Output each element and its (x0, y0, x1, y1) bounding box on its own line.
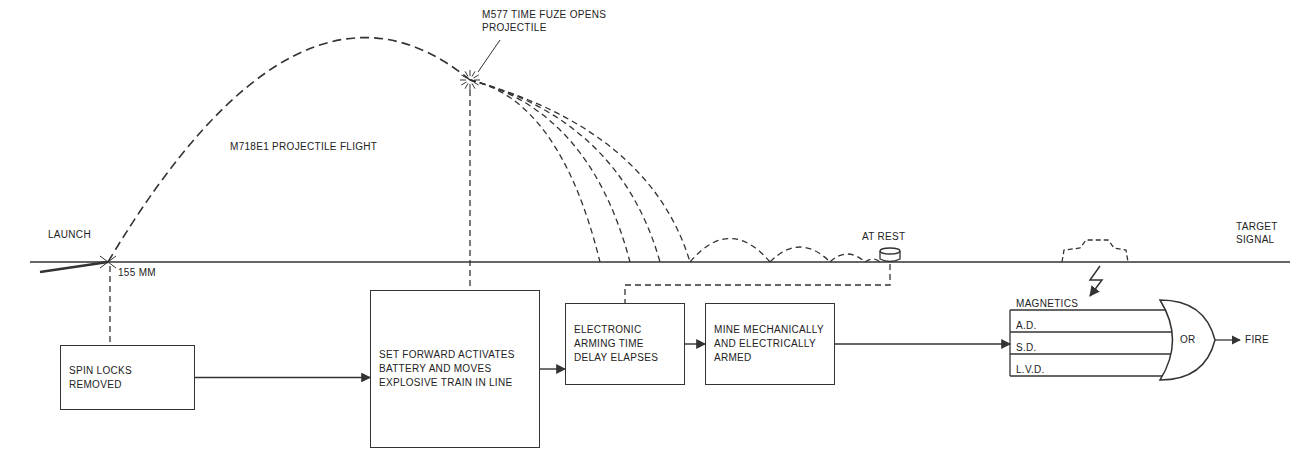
leader-line (478, 40, 500, 72)
flow-arrow (835, 343, 1010, 344)
burst-drop-line (469, 90, 470, 290)
or-gate-shape (1160, 300, 1215, 380)
signal-label: TARGET SIGNAL (1236, 220, 1296, 246)
flight-path (108, 38, 470, 262)
gate-label: OR (1180, 333, 1196, 347)
flow-arrow (195, 377, 370, 378)
input-name: A.D. (1016, 319, 1037, 332)
flow-arrow (685, 343, 705, 344)
signal-bolt (1090, 266, 1102, 296)
submunition-paths (470, 80, 880, 262)
flight-label: M718E1 PROJECTILE FLIGHT (230, 140, 377, 153)
input-name: MAGNETICS (1016, 297, 1078, 310)
box-text: MINE MECHANICALLY AND ELECTRICALLY ARMED (714, 323, 826, 365)
ground-line (30, 261, 1290, 263)
caliber-label: 155 MM (118, 266, 156, 279)
target-vehicle (1062, 240, 1128, 262)
output-name: FIRE (1245, 333, 1269, 346)
event-label: LAUNCH (48, 228, 91, 241)
process-box: SPIN LOCKS REMOVED (60, 345, 195, 410)
callout-note: M577 TIME FUZE OPENS PROJECTILE (482, 8, 607, 34)
process-box: SET FORWARD ACTIVATES BATTERY AND MOVES … (370, 290, 540, 448)
input-name: L.V.D. (1016, 363, 1045, 376)
box-text: SET FORWARD ACTIVATES BATTERY AND MOVES … (379, 348, 531, 390)
mine-at-rest (880, 248, 900, 262)
rest-drop-line (625, 264, 890, 303)
flow-arrow (540, 368, 565, 369)
process-box: MINE MECHANICALLY AND ELECTRICALLY ARMED (705, 303, 835, 385)
or-gate-output (1215, 339, 1240, 340)
launch-flash (100, 256, 116, 268)
process-box: ELECTRONIC ARMING TIME DELAY ELAPSES (565, 303, 685, 385)
launch-drop-line (109, 266, 110, 345)
input-name: S.D. (1016, 341, 1037, 354)
box-text: SPIN LOCKS REMOVED (69, 364, 186, 392)
event-label: AT REST (862, 230, 905, 243)
or-gate-inputs (1010, 310, 1172, 376)
launch-segment (40, 262, 108, 272)
box-text: ELECTRONIC ARMING TIME DELAY ELAPSES (574, 323, 676, 365)
